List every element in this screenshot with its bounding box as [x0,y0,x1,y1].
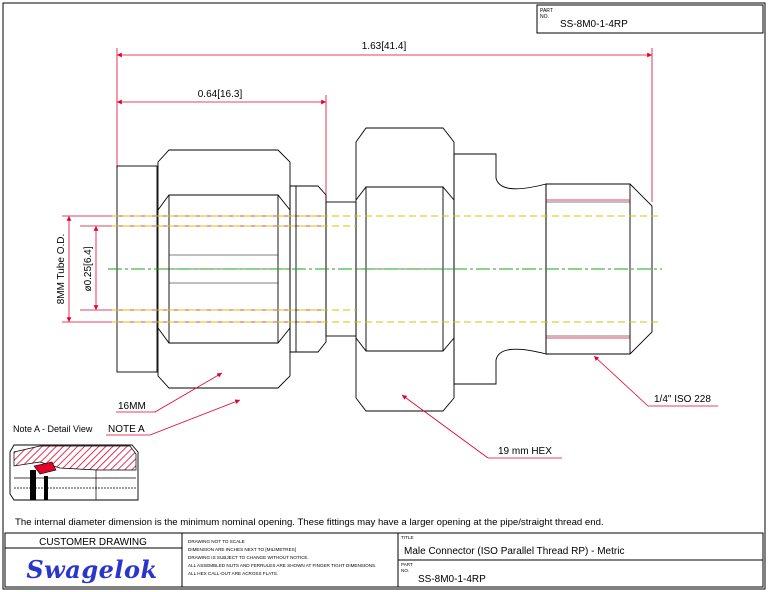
bore-label: ø0.25[6.4] [83,246,94,291]
swagelok-logo: Swagelok [26,555,157,584]
detail-ferrule [33,461,57,475]
tube-od-label: 8MM Tube O.D. [56,234,67,305]
callout-note-a-label: NOTE A [108,424,145,435]
callout-19mm-hex: 19 mm HEX [401,394,562,459]
header-part-label: PART [540,8,553,14]
overall-length-label: 1.63[41.4] [362,41,407,52]
part-number: SS-8M0-1-4RP [418,574,486,585]
customer-drawing-label: CUSTOMER DRAWING [39,537,147,548]
detail-hatch [13,445,137,471]
part-label: PART [401,562,413,567]
callout-thread-label: 1/4" ISO 228 [654,394,711,405]
note-text: The internal diameter dimension is the m… [15,517,604,528]
nut-collar [289,185,327,353]
callout-16mm-label: 16MM [118,401,146,412]
drawing-note: DIMENSION ARE INCHES NEXT TO [MILIMETRES… [188,547,296,552]
detail-outline [9,444,139,501]
title-block [4,532,764,588]
body-hex [355,127,455,412]
dimension-overall-length: 1.63[41.4] [116,41,653,202]
svg-text:NO.: NO. [540,14,549,20]
callout-19mm-hex-label: 19 mm HEX [498,446,552,457]
dimension-nut-length: 0.64[16.3] [117,89,327,200]
nut-hex [157,149,291,389]
header-part-block: PART NO. SS-8M0-1-4RP [536,4,764,34]
callout-thread: 1/4" ISO 228 [593,355,718,407]
nut-length-label: 0.64[16.3] [198,89,243,100]
drawing-notes: DRAWING NOT TO SCALE DIMENSION ARE INCHE… [188,539,376,576]
drawing-title: Male Connector (ISO Parallel Thread RP) … [404,546,624,557]
detail-tube-wall [30,470,36,500]
callout-16mm: 16MM [116,372,223,413]
fitting-outline [116,127,653,412]
detail-title: Note A - Detail View [13,424,93,434]
drawing-note: ALL HEX CALL-OUT ARE ACROSS FLATS. [188,571,278,576]
title-label: TITLE [401,535,414,540]
header-part-number: SS-8M0-1-4RP [560,19,628,30]
callout-note-a: NOTE A [106,399,241,436]
internal-edges [546,199,630,339]
drawing-note: DRAWING NOT TO SCALE [188,539,245,544]
detail-view: Note A - Detail View [9,424,139,501]
hidden-lines [112,215,660,323]
drawing-note: ALL ASSEMBLED NUTS AND FERRULES ARE SHOW… [188,563,376,568]
svg-text:NO.: NO. [401,568,409,573]
drawing-note: DRAWING IS SUBJECT TO CHANGE WITHOUT NOT… [188,555,309,560]
